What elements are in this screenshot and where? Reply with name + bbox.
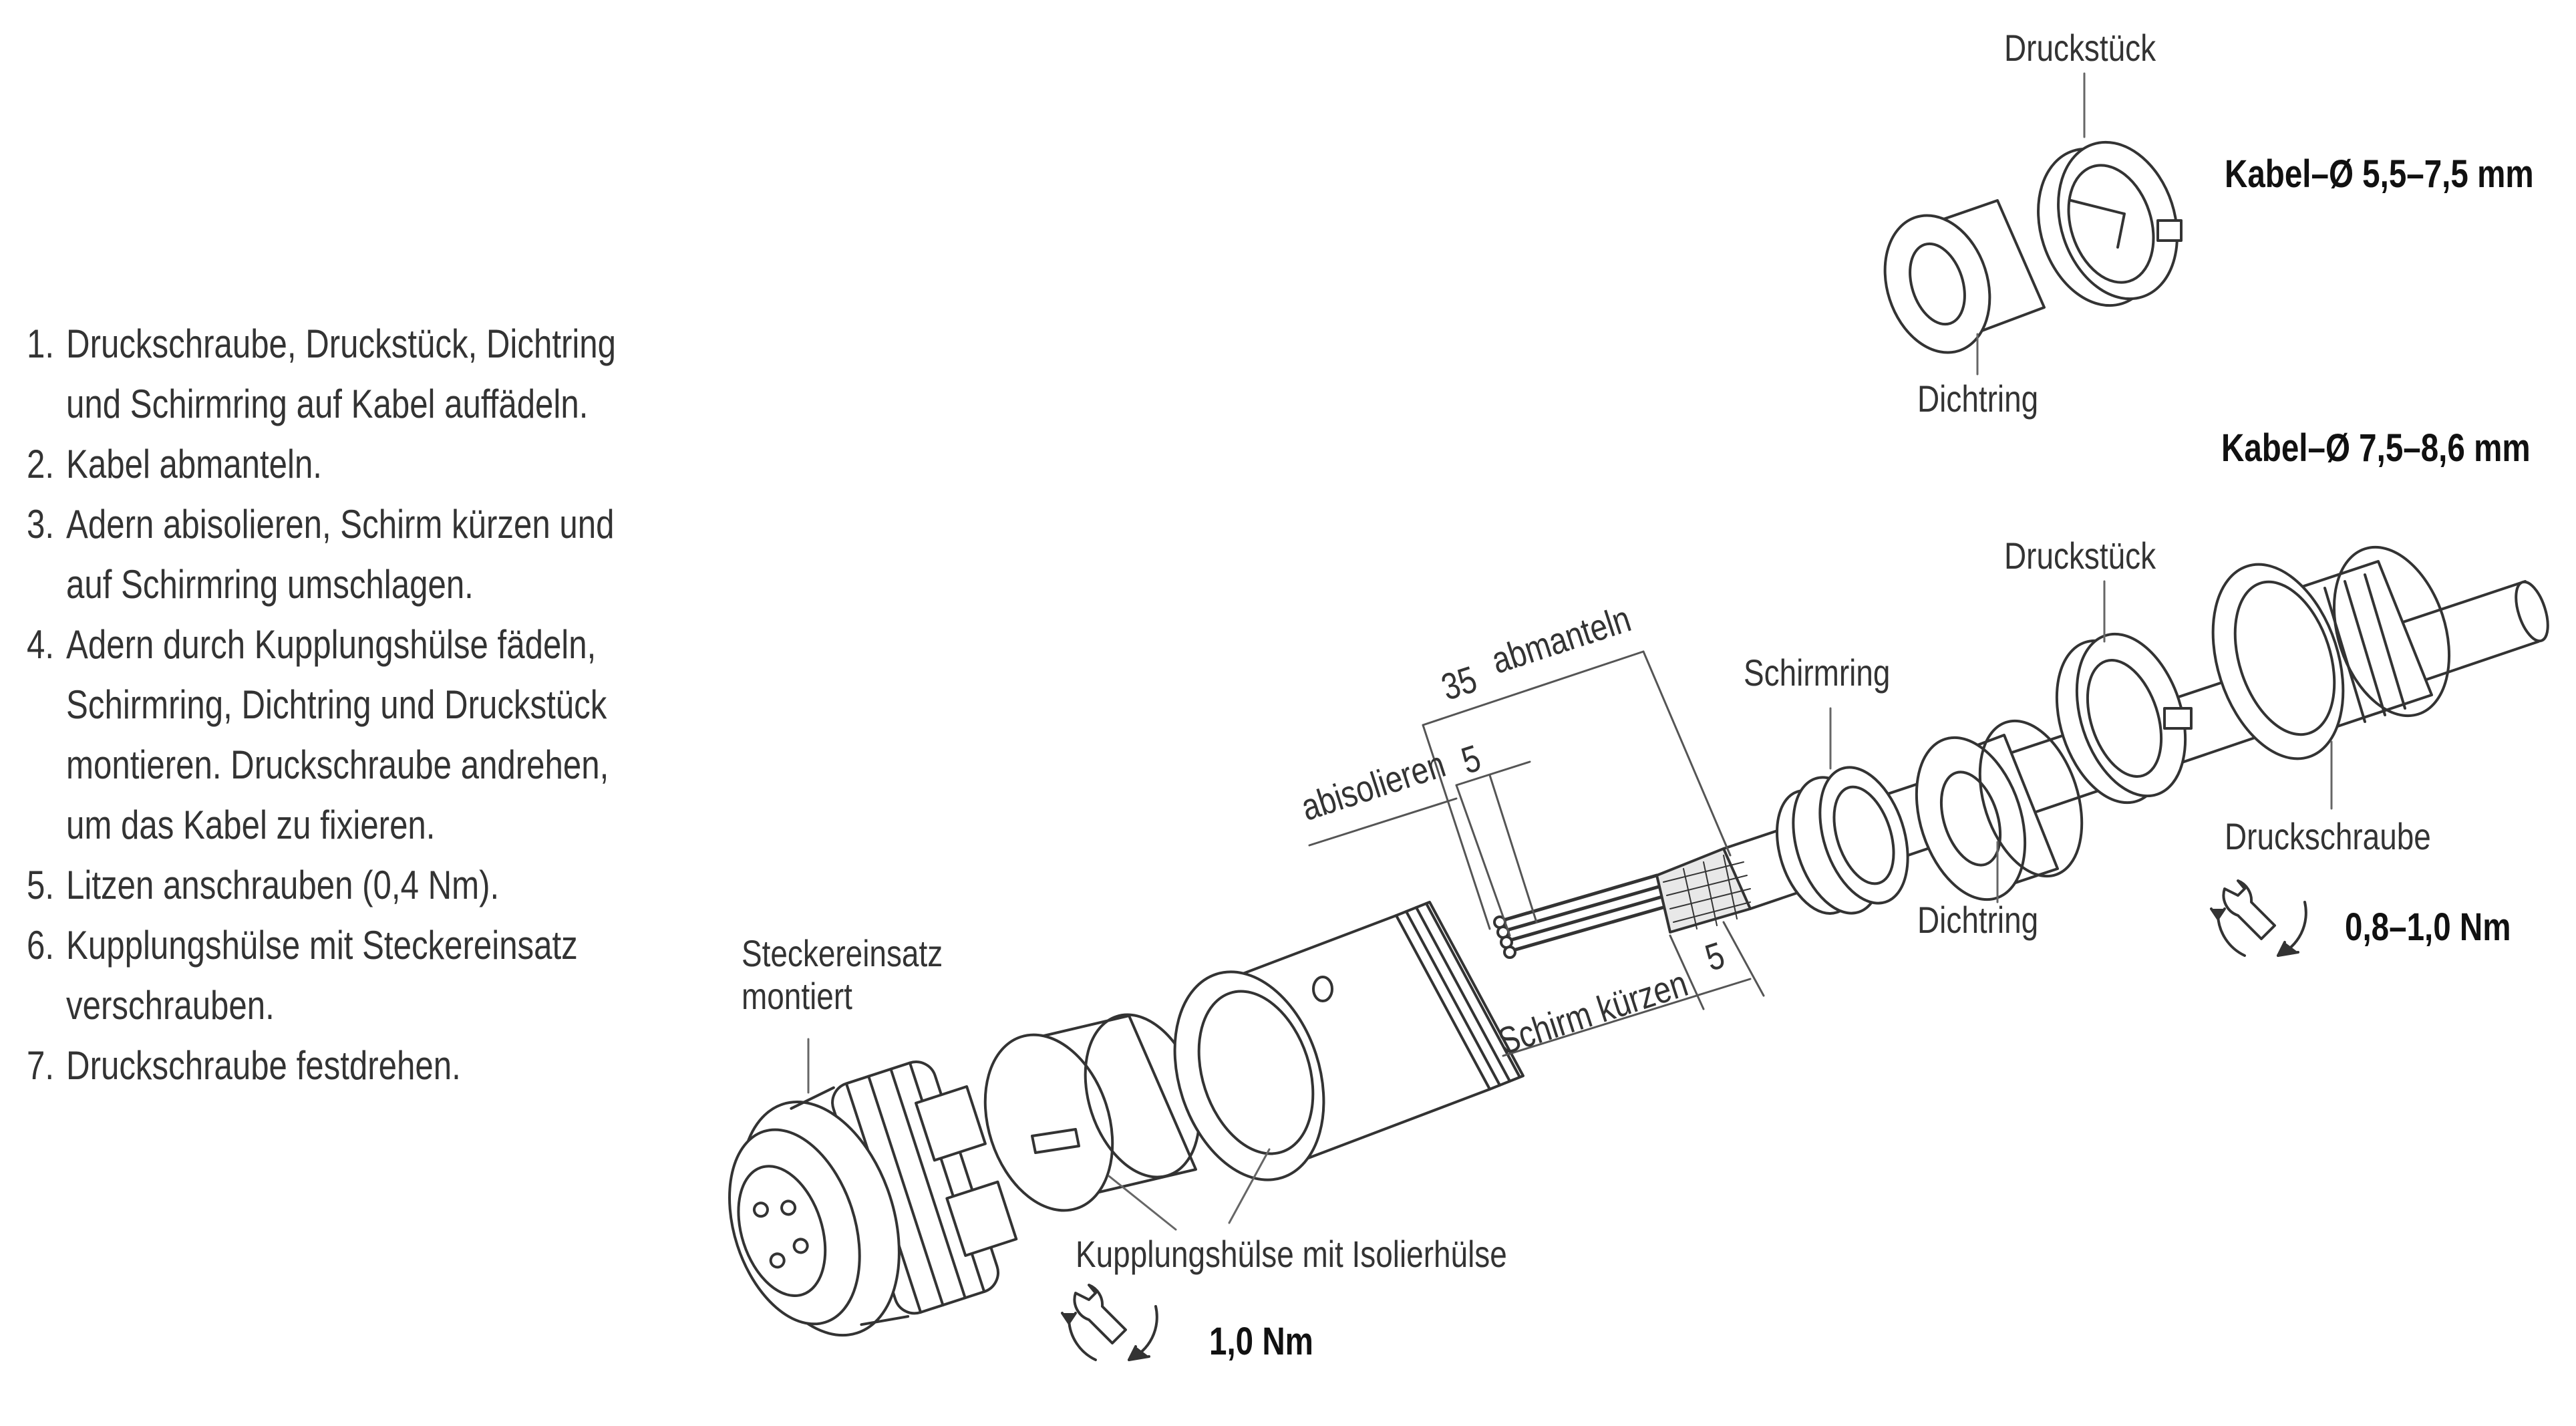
schirmring	[1776, 766, 1909, 915]
leader-kupplungshuelse-2	[1228, 1148, 1271, 1224]
step-item: 7.Druckschraube festdrehen.	[27, 1043, 461, 1088]
wrench-rotate-icon	[2210, 879, 2307, 957]
step-item: 6.Kupplungshülse mit Steckereinsatz vers…	[27, 923, 578, 1028]
dimension-lines	[1308, 650, 1765, 1057]
wrench-rotate-icon	[1061, 1284, 1158, 1361]
label-schirmring: Schirmring	[1744, 652, 1891, 694]
torque-coupling: 1,0 Nm	[1209, 1320, 1313, 1363]
label-druckstueck-upper: Druckstück	[2004, 27, 2156, 69]
plug-insert	[728, 1060, 1018, 1337]
kupplungshuelse	[1173, 901, 1524, 1181]
druckschraube	[2211, 545, 2451, 760]
torque-screw: 0,8–1,0 Nm	[2345, 905, 2511, 949]
label-cable-diameter-small: Kabel–Ø 5,5–7,5 mm	[2225, 152, 2534, 196]
isolierhuelse	[983, 1013, 1201, 1212]
label-kupplungshuelse: Kupplungshülse mit Isolierhülse	[1076, 1233, 1507, 1275]
dichtring-lower	[1915, 719, 2084, 901]
step-item: 4.Adern durch Kupplungshülse fädeln, Sch…	[27, 622, 609, 847]
druckstueck-upper	[2037, 140, 2183, 307]
step-item: 3.Adern abisolieren, Schirm kürzen und a…	[27, 502, 615, 607]
assembly-steps: 1.Druckschraube, Druckstück, Dichtring u…	[27, 314, 628, 1096]
dichtring-upper	[1883, 199, 2046, 354]
step-item: 2.Kabel abmanteln.	[27, 442, 322, 486]
leader-kupplungshuelse	[1108, 1175, 1177, 1231]
label-dichtring-upper: Dichtring	[1917, 378, 2039, 420]
label-druckstueck-lower: Druckstück	[2004, 535, 2156, 577]
step-item: 1.Druckschraube, Druckstück, Dichtring u…	[27, 321, 617, 426]
label-druckschraube: Druckschraube	[2225, 815, 2431, 857]
label-dichtring-lower: Dichtring	[1917, 899, 2039, 941]
druckstueck-lower	[2055, 632, 2193, 805]
label-cable-diameter-large: Kabel–Ø 7,5–8,6 mm	[2221, 426, 2531, 470]
step-item: 5.Litzen anschrauben (0,4 Nm).	[27, 863, 500, 907]
